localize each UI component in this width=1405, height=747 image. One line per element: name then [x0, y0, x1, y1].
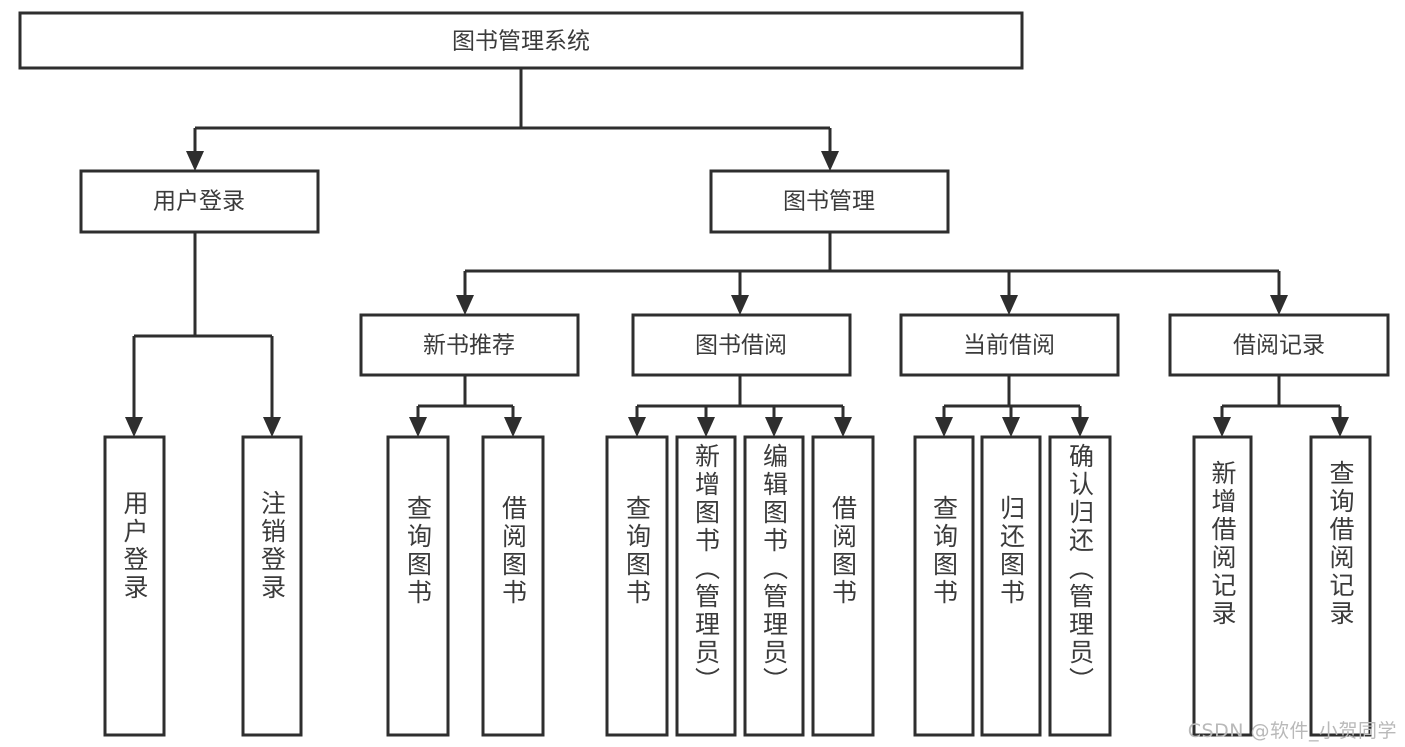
leaf-layer [103, 435, 1372, 737]
node-layer: 图书管理系统 用户登录 图书管理 新书推荐 图书借阅 当前借阅 借阅记录 [18, 11, 1390, 377]
arrowhead-leaf-query-book-recommend [409, 417, 427, 437]
arrowhead-leaf-borrow-book-recommend [504, 417, 522, 437]
leaf-box-return-book[interactable] [980, 435, 1042, 737]
connector-layer [125, 68, 1349, 437]
node-label-book-management: 图书管理 [783, 189, 875, 215]
leaf-box-confirm-return-admin[interactable] [1048, 435, 1112, 737]
arrowhead-leaf-query-borrow-record [1331, 417, 1349, 437]
leaf-box-borrow-book[interactable] [811, 435, 875, 737]
arrowhead-book-borrow [731, 295, 749, 315]
node-box-borrow-record[interactable] [1168, 313, 1390, 377]
arrowhead-current-borrow [1000, 295, 1018, 315]
node-box-root[interactable] [18, 11, 1024, 70]
node-label-user-login: 用户登录 [153, 189, 245, 215]
node-box-book-management[interactable] [709, 169, 950, 234]
arrowhead-borrow-record [1270, 295, 1288, 315]
arrowhead-leaf-query-book-borrow [628, 417, 646, 437]
node-label-root: 图书管理系统 [452, 29, 590, 55]
leaf-box-logout[interactable] [241, 435, 303, 737]
node-box-book-borrow[interactable] [631, 313, 852, 377]
arrowhead-leaf-edit-book-admin [765, 417, 783, 437]
leaf-box-add-book-admin[interactable] [675, 435, 737, 737]
arrowhead-leaf-confirm-return-admin [1071, 417, 1089, 437]
node-box-new-book-recommend[interactable] [359, 313, 580, 377]
node-box-current-borrow[interactable] [899, 313, 1120, 377]
leaf-box-user-login[interactable] [103, 435, 166, 737]
arrowhead-leaf-return-book [1002, 417, 1020, 437]
leaf-box-query-book-borrow[interactable] [605, 435, 669, 737]
leaf-box-query-borrow-record[interactable] [1309, 435, 1372, 737]
arrowhead-leaf-add-borrow-record [1213, 417, 1231, 437]
node-label-book-borrow: 图书借阅 [695, 333, 787, 359]
leaf-box-add-borrow-record[interactable] [1192, 435, 1253, 737]
arrowhead-user-login [186, 151, 204, 171]
leaf-box-edit-book-admin[interactable] [743, 435, 805, 737]
watermark-text: CSDN @软件_小贺同学 [1187, 720, 1397, 742]
node-label-current-borrow: 当前借阅 [963, 333, 1055, 359]
node-label-new-book-recommend: 新书推荐 [423, 333, 515, 359]
leaf-box-borrow-book-recommend[interactable] [481, 435, 545, 737]
node-label-borrow-record: 借阅记录 [1233, 333, 1325, 359]
arrowhead-leaf-query-book-current [935, 417, 953, 437]
arrowhead-new-book-recommend [456, 295, 474, 315]
arrowhead-leaf-borrow-book [834, 417, 852, 437]
leaf-box-query-book-recommend[interactable] [386, 435, 450, 737]
arrowhead-book-management [821, 151, 839, 171]
arrowhead-leaf-logout [263, 417, 281, 437]
arrowhead-leaf-user-login [125, 417, 143, 437]
arrowhead-leaf-add-book-admin [697, 417, 715, 437]
node-box-user-login[interactable] [79, 169, 320, 234]
leaf-box-query-book-current[interactable] [913, 435, 975, 737]
